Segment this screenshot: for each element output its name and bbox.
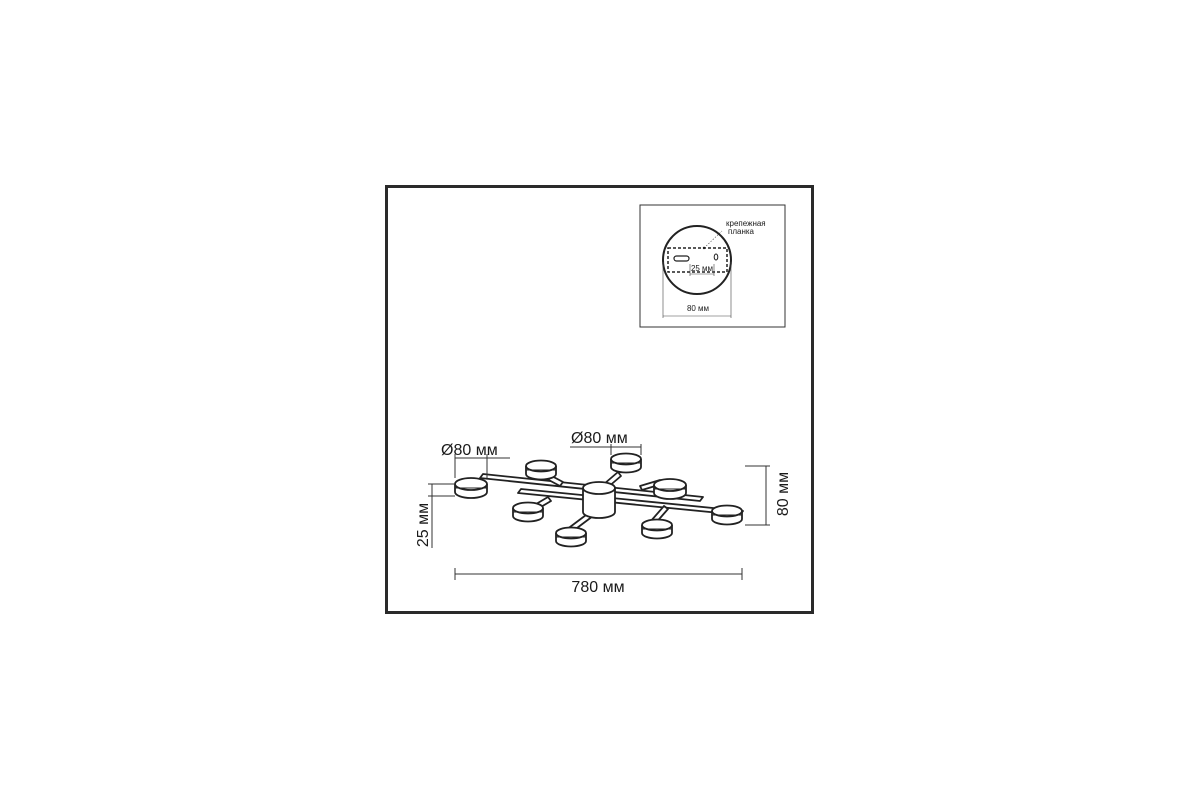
mounting-inset: крепежная планка 25 мм 80 мм — [639, 204, 786, 328]
leader-dot — [702, 246, 706, 250]
shade-2 — [525, 459, 557, 481]
body-depth-label: 25 мм — [415, 503, 432, 547]
dimension-lines — [428, 444, 770, 580]
shade-8 — [641, 518, 673, 540]
mounting-bracket — [667, 247, 728, 273]
total-height-label: 80 мм — [775, 472, 792, 516]
shade-6 — [711, 504, 743, 526]
central-body — [582, 481, 616, 519]
arm-bars — [479, 471, 744, 535]
shade-diameter-center-label: Ø80 мм — [571, 430, 628, 447]
bracket-slot — [673, 255, 690, 262]
total-width-label: 780 мм — [571, 579, 624, 596]
shade-3 — [610, 452, 642, 474]
shade-5 — [512, 501, 544, 523]
canopy-dim-text: 80 мм — [687, 304, 709, 313]
bracket-label-line1: крепежная — [726, 219, 766, 228]
shade-7 — [555, 526, 587, 548]
canopy-circle — [662, 225, 732, 295]
bracket-dim-text: 25 мм — [691, 264, 713, 273]
bracket-hole — [713, 253, 719, 261]
bracket-label-line2: планка — [728, 227, 755, 236]
leader-line — [703, 230, 723, 249]
shade-diameter-left-label: Ø80 мм — [441, 442, 498, 459]
shade-1 — [454, 477, 488, 499]
lamp-drawing — [454, 452, 744, 548]
shade-4 — [653, 478, 687, 500]
